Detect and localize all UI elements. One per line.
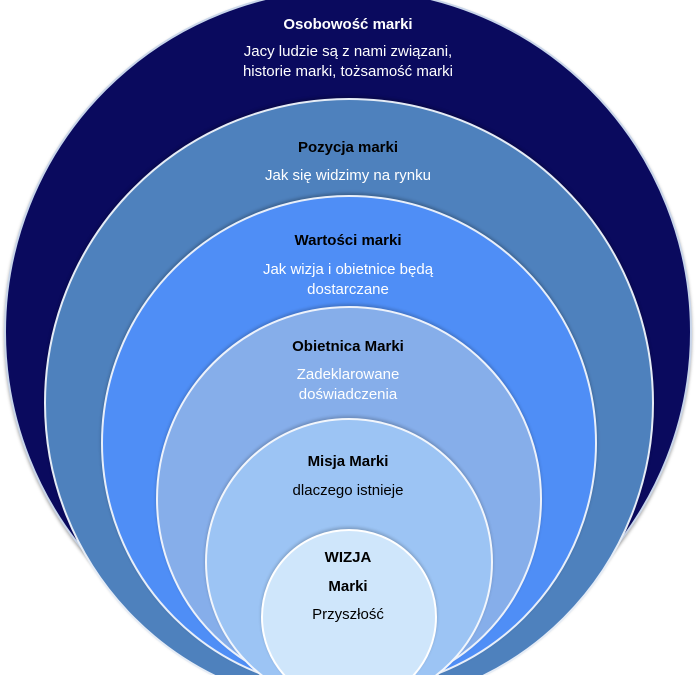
layer-title-values: Wartości marki [294, 232, 402, 249]
ring-brand-vision [261, 529, 437, 675]
layer-desc-personality: Jacy ludzie są z nami związani, historie… [242, 43, 454, 80]
layer-title-vision-line1: WIZJA [324, 549, 372, 566]
layer-desc-mission: dlaczego istnieje [292, 482, 404, 499]
layer-desc-promise: Zadeklarowane doświadczenia [296, 366, 400, 403]
layer-title-position: Pozycja marki [297, 139, 399, 156]
layer-title-personality: Osobowość marki [283, 16, 413, 33]
layer-title-promise: Obietnica Marki [292, 338, 404, 355]
layer-desc-position: Jak się widzimy na rynku [265, 167, 431, 184]
layer-title-vision-line2: Marki [328, 578, 368, 595]
layer-desc-values: Jak wizja i obietnice będą dostarczane [262, 261, 434, 298]
layer-desc-vision: Przyszłość [312, 606, 384, 623]
layer-title-mission: Misja Marki [307, 453, 389, 470]
